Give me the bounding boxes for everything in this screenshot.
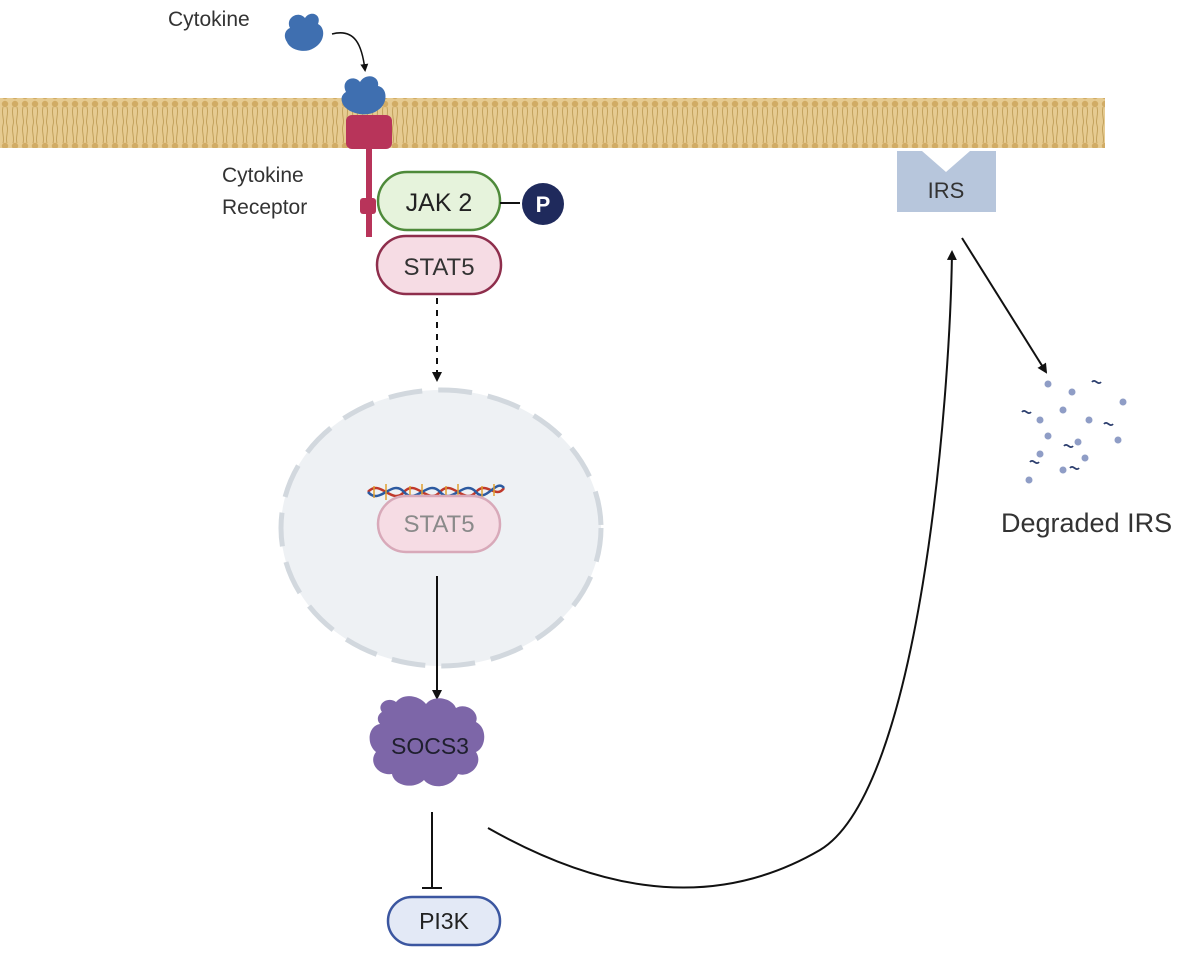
inhibition-edge <box>422 812 442 889</box>
stat5-nucleus-node: STAT5 <box>376 494 502 554</box>
irs-protein: IRS <box>897 151 996 212</box>
cytokine-binding-arrow <box>331 32 369 72</box>
jak2-node: JAK 2 <box>376 170 502 232</box>
irs-label: IRS <box>928 178 965 203</box>
degraded-irs-label: Degraded IRS <box>1001 508 1172 538</box>
bound-cytokine <box>341 76 386 115</box>
dna-helix <box>367 484 506 500</box>
receptor-label-line2: Receptor <box>222 196 307 219</box>
cytokine-label: Cytokine <box>168 8 250 31</box>
cytokine-receptor <box>346 115 392 237</box>
stat5-nucleus-label: STAT5 <box>403 511 474 538</box>
socs3-protein: SOCS3 <box>369 696 485 787</box>
socs3-to-irs-arrow <box>487 250 957 889</box>
receptor-label-line1: Cytokine <box>222 164 304 187</box>
stat5-cytoplasm-label: STAT5 <box>403 254 474 281</box>
phospho-label: P <box>536 192 551 217</box>
pi3k-label: PI3K <box>419 908 470 934</box>
degraded-irs-fragments <box>1021 379 1127 484</box>
degradation-arrow <box>961 237 1048 374</box>
phosphate-group: P <box>522 183 564 225</box>
stat5-cytoplasm-node: STAT5 <box>375 234 503 296</box>
jak2-label: JAK 2 <box>406 189 473 217</box>
socs3-label: SOCS3 <box>391 733 469 759</box>
pi3k-node: PI3K <box>386 895 502 947</box>
cell-membrane <box>0 98 1105 148</box>
cytokine-ligand <box>284 13 324 51</box>
